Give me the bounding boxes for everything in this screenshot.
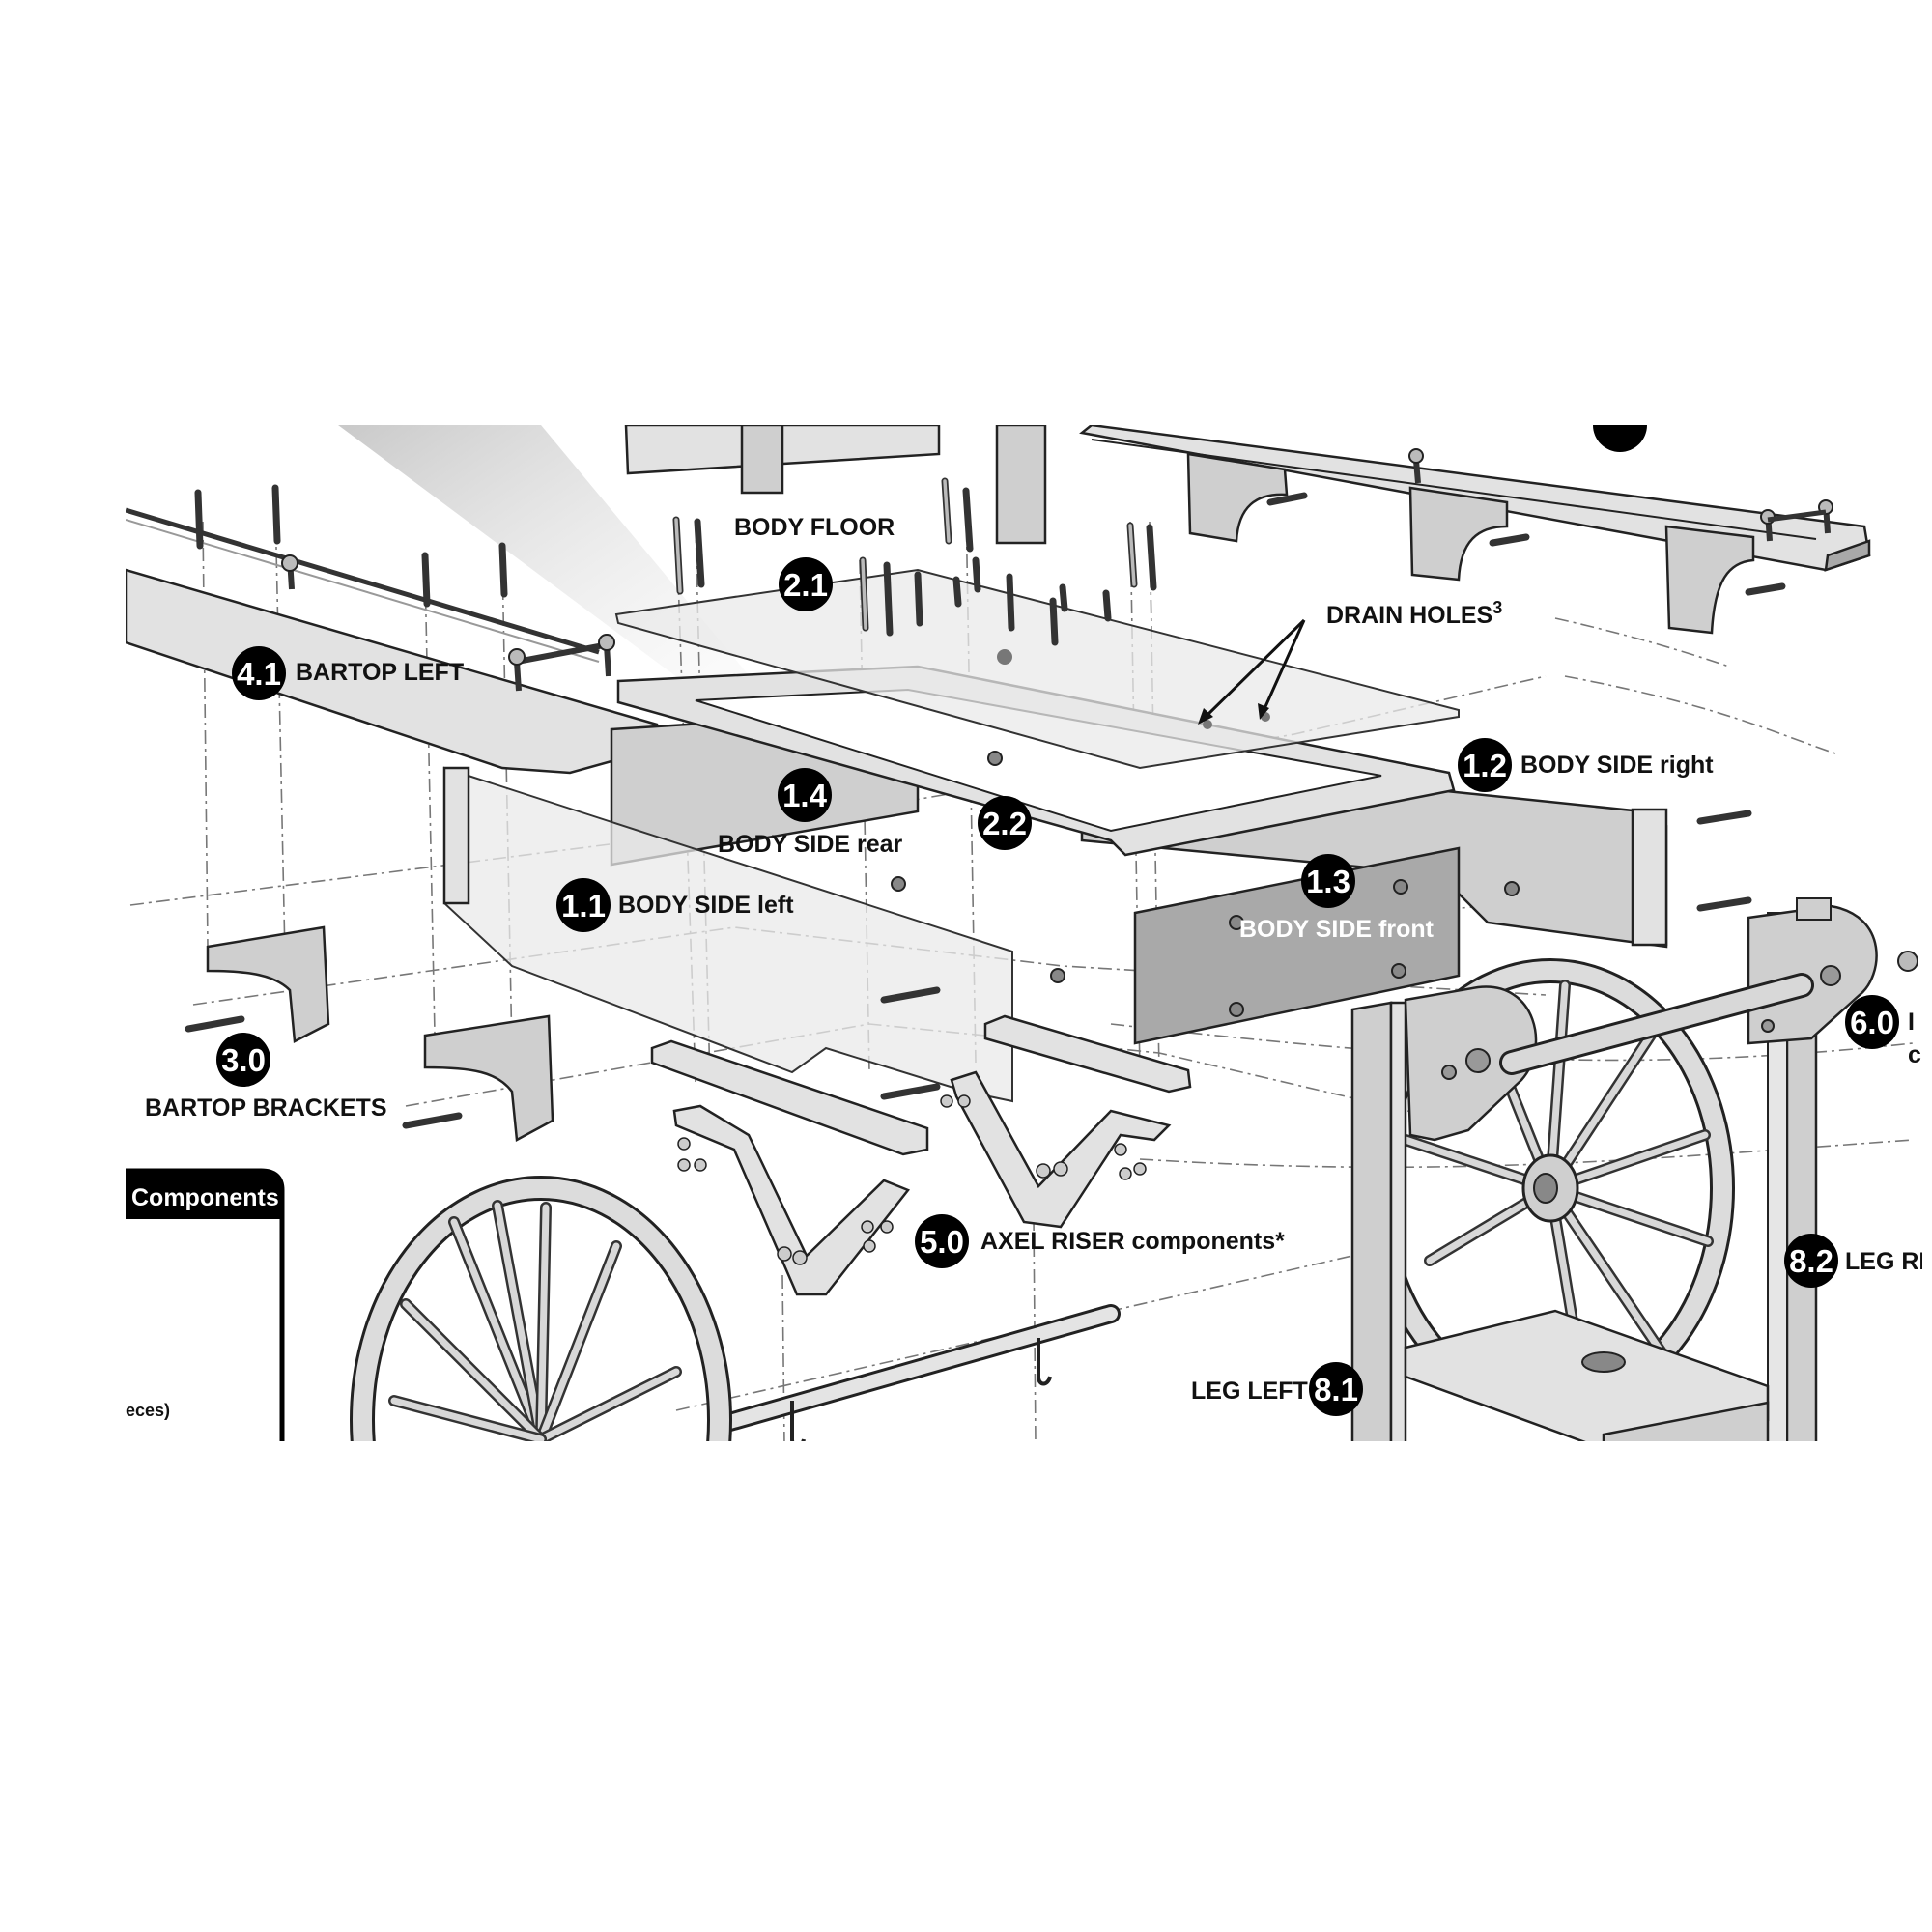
floor-screws xyxy=(194,477,1157,646)
badge-5-0: 5.0 xyxy=(915,1214,969,1268)
bartop-right-knobs xyxy=(1408,448,1833,542)
badge-1-1: 1.1 xyxy=(556,878,611,932)
components-panel-partial-text: eces) xyxy=(126,1401,170,1420)
badge-5-0-text: 5.0 xyxy=(920,1224,964,1260)
left-wheel xyxy=(350,1176,732,1441)
badge-1-1-text: 1.1 xyxy=(561,888,606,923)
badge-4-1: 4.1 xyxy=(232,646,286,700)
components-panel: Components eces) xyxy=(126,1168,285,1441)
label-body-floor: BODY FLOOR xyxy=(734,514,895,541)
label-leg-right: LEG RI xyxy=(1845,1248,1925,1275)
label-drain-holes-text: DRAIN HOLES xyxy=(1326,602,1492,629)
badge-1-2-text: 1.2 xyxy=(1463,748,1507,783)
axle-bracket-right xyxy=(1747,904,1878,1045)
badge-1-4: 1.4 xyxy=(778,768,832,822)
badge-4-1-text: 4.1 xyxy=(237,656,281,692)
badge-8-2-text: 8.2 xyxy=(1789,1243,1833,1279)
riser-hardware xyxy=(677,1094,1147,1265)
label-body-side-left: BODY SIDE left xyxy=(618,892,794,919)
light-beam xyxy=(338,425,778,720)
badge-6-0: 6.0 xyxy=(1845,995,1899,1049)
label-body-side-front: BODY SIDE front xyxy=(1239,916,1435,943)
bartop-right xyxy=(1079,425,1871,635)
badge-6-0-text: 6.0 xyxy=(1850,1005,1894,1040)
body-floor xyxy=(614,568,1460,770)
badge-1-4-text: 1.4 xyxy=(782,778,828,813)
badge-1-3-text: 1.3 xyxy=(1306,864,1350,899)
leg-left xyxy=(1350,1001,1407,1441)
bottom-crop-mask xyxy=(0,1444,1932,1932)
badge-3-0-text: 3.0 xyxy=(221,1042,266,1078)
label-drain-holes-sup: 3 xyxy=(1492,598,1502,617)
label-axel-riser: AXEL RISER components* xyxy=(980,1228,1285,1255)
top-crop-mask xyxy=(0,0,1932,425)
label-bartop-brackets: BARTOP BRACKETS xyxy=(145,1094,387,1122)
badge-2-2: 2.2 xyxy=(978,796,1032,850)
badge-1-2: 1.2 xyxy=(1458,738,1512,792)
body-side-left xyxy=(443,766,1013,1103)
label-bartop-left: BARTOP LEFT xyxy=(296,659,464,686)
rear-top-block xyxy=(624,425,941,495)
label-axle-cut-a: I xyxy=(1908,1009,1915,1036)
badge-8-1: 8.1 xyxy=(1309,1362,1363,1416)
label-leg-left: LEG LEFT xyxy=(1191,1378,1308,1405)
leg-right xyxy=(1767,906,1818,1441)
badge-2-2-text: 2.2 xyxy=(982,806,1027,841)
center-post xyxy=(995,425,1047,545)
badge-3-0: 3.0 xyxy=(216,1033,270,1087)
badge-2-1-text: 2.1 xyxy=(783,567,828,603)
label-body-side-right: BODY SIDE right xyxy=(1520,752,1714,779)
leg-shelf xyxy=(1404,1309,1770,1441)
label-drain-holes: DRAIN HOLES3 xyxy=(1326,598,1502,629)
label-body-side-rear: BODY SIDE rear xyxy=(718,831,903,858)
axle-rod xyxy=(710,1304,1121,1441)
badge-8-2: 8.2 xyxy=(1784,1234,1838,1288)
axel-riser-components xyxy=(650,1014,1192,1296)
right-crop-mask xyxy=(1922,0,1932,1932)
body-bolts xyxy=(185,751,1752,1129)
bartop-bracket-1 xyxy=(206,925,330,1043)
upper-axle xyxy=(1499,973,1814,1075)
badge-2-1: 2.1 xyxy=(779,557,833,611)
components-panel-title: Components xyxy=(131,1184,279,1211)
badge-1-3: 1.3 xyxy=(1301,854,1355,908)
badge-8-1-text: 8.1 xyxy=(1314,1372,1358,1407)
bartop-left xyxy=(126,507,659,775)
bartop-bracket-2 xyxy=(423,1014,554,1142)
label-axle-cut-b: c xyxy=(1908,1041,1921,1068)
drain-holes-arrows xyxy=(1198,618,1306,724)
